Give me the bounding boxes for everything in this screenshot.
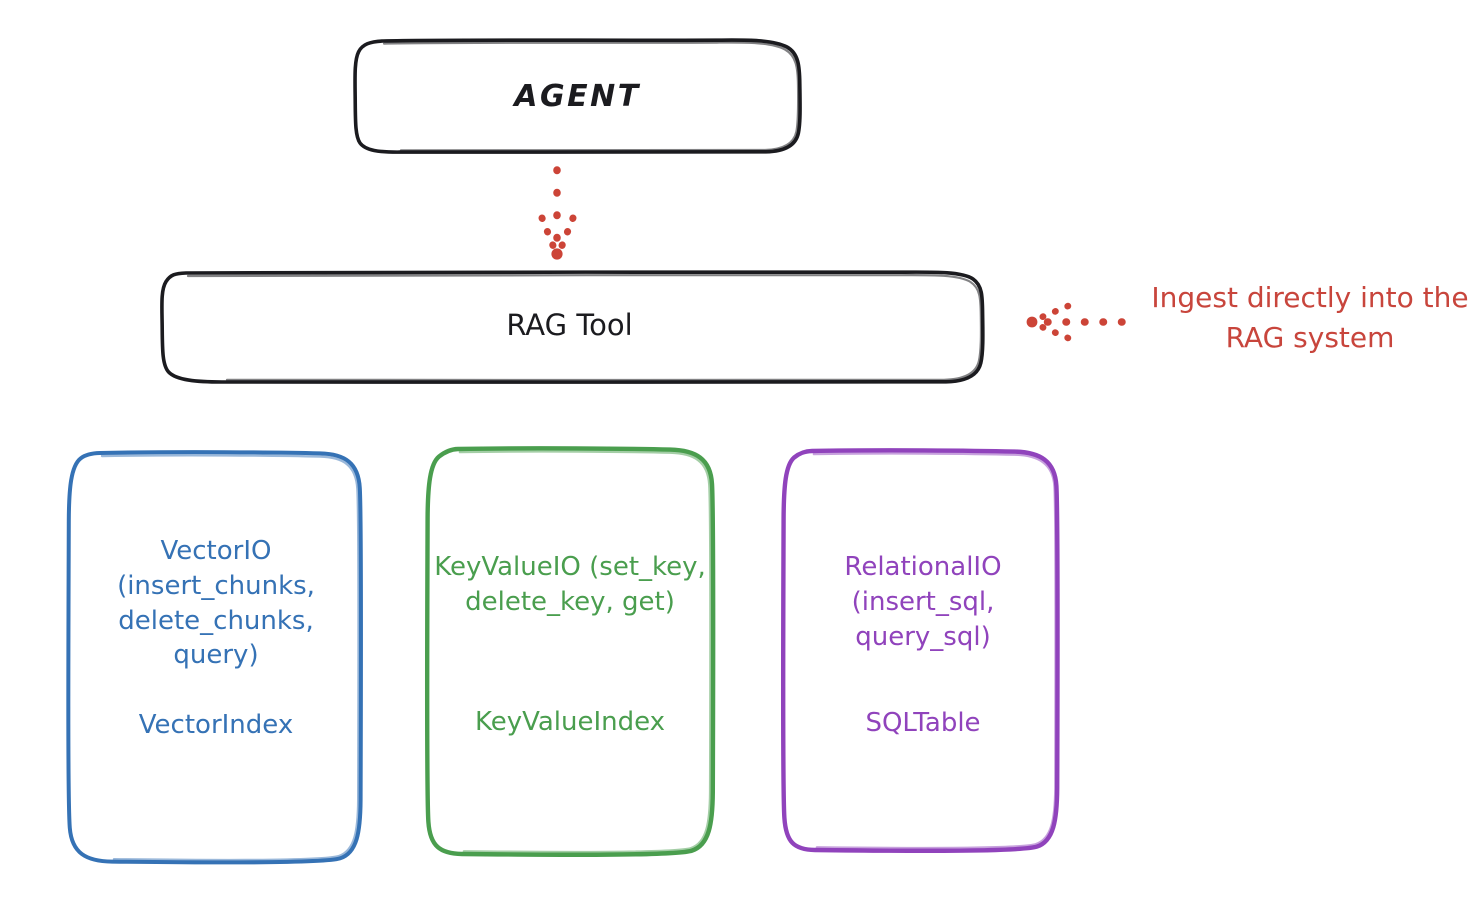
dotted-arrowhead-right xyxy=(555,214,577,257)
rag-tool-label: RAG Tool xyxy=(506,308,633,342)
connector-ingest xyxy=(1026,302,1126,342)
vector-card-outline xyxy=(66,450,364,865)
node-rag-tool[interactable] xyxy=(160,270,985,385)
sql-table-label: SQLTable xyxy=(865,708,981,738)
vector-io-api-label: VectorIO (insert_chunks, delete_chunks, … xyxy=(117,536,315,671)
relational-card-outline-overdraw xyxy=(812,452,1058,850)
ingest-arrowhead-bottom xyxy=(1031,320,1072,342)
dotted-arrow-tip xyxy=(551,248,563,260)
agent-label: AGENT xyxy=(514,79,641,114)
keyvalue-card-outline-overdraw xyxy=(458,450,712,854)
node-vector-io[interactable] xyxy=(66,450,364,865)
keyvalue-io-api-label: KeyValueIO (set_key, delete_key, get) xyxy=(434,552,706,617)
connector-agent-to-rag-tool xyxy=(538,166,577,261)
node-relational-io[interactable] xyxy=(780,448,1060,854)
ingest-arrow-tip xyxy=(1026,316,1038,328)
ingest-annotation-text: Ingest directly into the RAG system xyxy=(1151,281,1469,354)
agent-box-outline-overdraw xyxy=(382,41,800,152)
vector-index-label: VectorIndex xyxy=(138,710,294,740)
dotted-arrowhead-left xyxy=(538,214,560,257)
rag-tool-box-outline xyxy=(160,270,985,385)
relational-card-outline xyxy=(780,448,1060,854)
rag-tool-box-outline-overdraw xyxy=(186,274,983,382)
vector-card-outline-overdraw xyxy=(100,454,360,862)
agent-box-outline xyxy=(353,38,802,155)
ingest-arrowhead-top xyxy=(1031,302,1072,324)
keyvalue-index-label: KeyValueIndex xyxy=(474,707,666,737)
node-keyvalue-io[interactable] xyxy=(424,446,716,858)
relational-io-api-label: RelationalIO (insert_sql, query_sql) xyxy=(844,552,1002,652)
node-agent[interactable] xyxy=(353,38,802,155)
keyvalue-card-outline xyxy=(424,446,716,858)
